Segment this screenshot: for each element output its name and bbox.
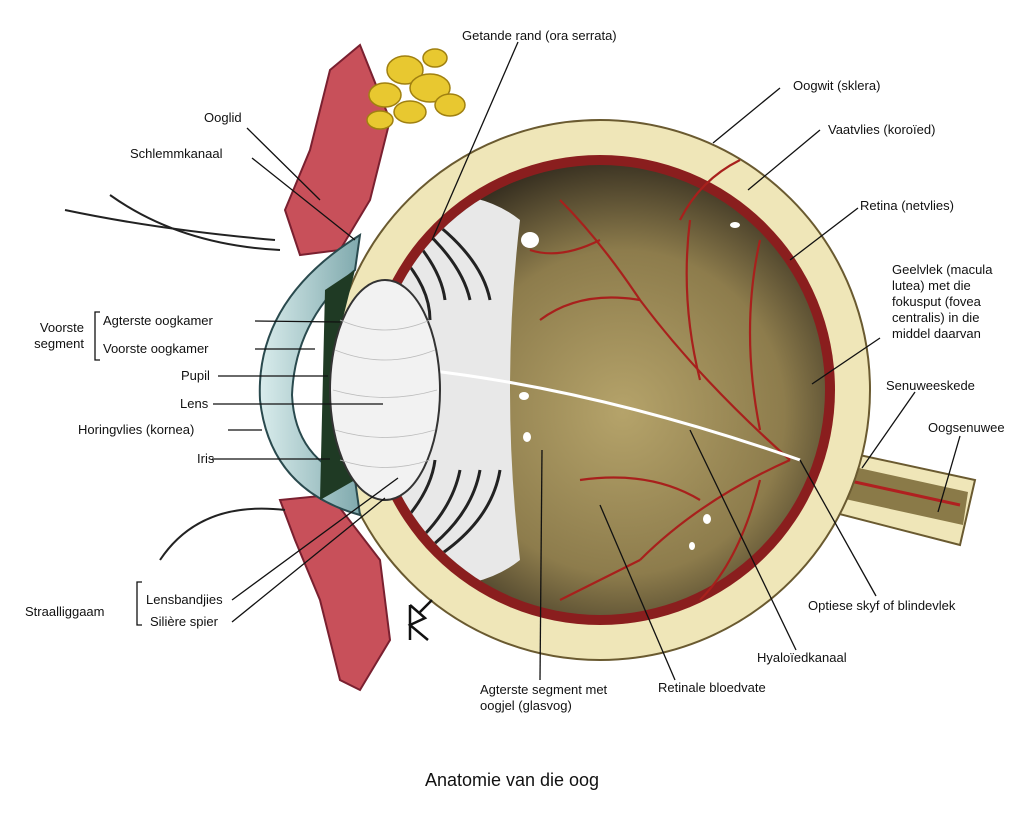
label-macula: Geelvlek (macula lutea) met die fokusput… — [892, 262, 993, 341]
label-hyaloied: Hyaloïedkanaal — [757, 650, 847, 665]
label-lensbandjies: Lensbandjies — [146, 592, 223, 607]
label-ooglid: Ooglid — [204, 110, 242, 125]
label-optiese-skyf: Optiese skyf of blindevlek — [808, 598, 956, 613]
orbital-fat — [366, 48, 466, 130]
label-ora-serrata: Getande rand (ora serrata) — [462, 28, 617, 43]
artist-signature — [407, 599, 433, 641]
label-oogsenuwee: Oogsenuwee — [928, 420, 1005, 435]
figure-caption: Anatomie van die oog — [424, 770, 600, 790]
cornea — [258, 233, 362, 517]
eyelashes — [64, 194, 286, 561]
label-siliere-spier: Silière spier — [150, 614, 218, 629]
label-kornea: Horingvlies (kornea) — [78, 422, 195, 437]
lens — [329, 279, 441, 501]
label-voorste-segment: Voorste segment — [34, 320, 84, 351]
hyaloid-canal — [424, 368, 801, 462]
label-retinale-bloedvate: Retinale bloedvate — [658, 680, 766, 695]
ciliary-body — [375, 193, 520, 587]
leader-lines — [94, 41, 961, 681]
label-lens: Lens — [180, 396, 209, 411]
retinal-vessels — [529, 159, 791, 601]
label-koroied: Vaatvlies (koroïed) — [828, 122, 936, 137]
label-retina: Retina (netvlies) — [860, 198, 954, 213]
label-voorste-oogkamer: Voorste oogkamer — [103, 341, 209, 356]
label-schlemm: Schlemmkanaal — [130, 146, 223, 161]
label-straalliggaam: Straalliggaam — [25, 604, 105, 619]
label-agterste-segment: Agterste segment met oogjel (glasvog) — [480, 682, 608, 713]
label-iris: Iris — [197, 451, 215, 466]
label-senuweeskede: Senuweeskede — [886, 378, 975, 393]
label-sklera: Oogwit (sklera) — [793, 78, 881, 93]
lens-fibers — [332, 319, 438, 468]
label-pupil: Pupil — [181, 368, 210, 383]
label-agterste-oogkamer: Agterste oogkamer — [103, 313, 213, 328]
reflection-spots — [519, 222, 740, 550]
upper-eyelid — [283, 43, 392, 257]
